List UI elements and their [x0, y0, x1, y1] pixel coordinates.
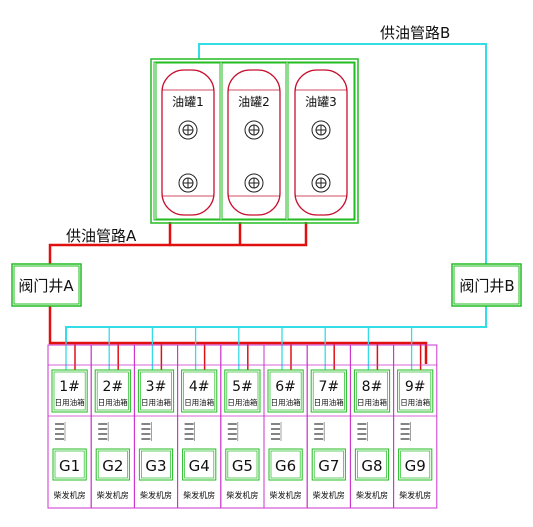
day-tank-label: 日用油箱: [400, 397, 430, 407]
day-tank-label: 日用油箱: [227, 397, 257, 407]
generator-9: G9: [398, 448, 433, 481]
oil-tank-2: 油罐2: [221, 62, 287, 220]
room-label: 柴发机房: [313, 490, 345, 500]
oil-tank-3: 油罐3: [287, 62, 355, 220]
day-tank-6: 6# 日用油箱: [267, 369, 304, 413]
generator-room-2: 2# 日用油箱 G2 柴发机房: [90, 344, 135, 509]
room-label: 柴发机房: [270, 490, 302, 500]
day-tank-number: 2#: [102, 379, 123, 395]
room-label: 柴发机房: [226, 490, 258, 500]
day-tank-5: 5# 日用油箱: [224, 369, 261, 413]
generator-room-8: 8# 日用油箱 G8 柴发机房: [349, 344, 395, 509]
equipment-marks: [357, 422, 368, 441]
day-tank-number: 4#: [189, 379, 210, 395]
generator-label: G6: [275, 457, 296, 475]
generator-room-4: 4# 日用油箱 G4 柴发机房: [177, 344, 222, 509]
day-tank-8: 8# 日用油箱: [353, 369, 391, 413]
equipment-marks: [227, 422, 239, 441]
day-tank-label: 日用油箱: [314, 397, 344, 407]
supply-pipe-b: [65, 43, 487, 342]
valve-well-a: 阀门井A: [11, 263, 82, 307]
branch-pipes: [65, 327, 422, 370]
valve-well-b: 阀门井B: [451, 263, 522, 307]
valve-well-a-label: 阀门井A: [18, 277, 74, 295]
day-tank-label: 日用油箱: [55, 397, 85, 407]
room-label: 柴发机房: [183, 490, 215, 500]
equipment-marks: [98, 422, 109, 441]
generator-room-9: 9# 日用油箱 G9 柴发机房: [393, 344, 438, 509]
tank-nozzle-icon: [178, 120, 198, 140]
generator-8: G8: [354, 448, 390, 481]
equipment-marks: [141, 422, 152, 441]
generator-room-1: 1# 日用油箱 G1 柴发机房: [47, 344, 92, 509]
generator-room-5: 5# 日用油箱 G5 柴发机房: [220, 344, 265, 509]
equipment-marks: [400, 422, 411, 441]
equipment-marks: [184, 422, 195, 441]
tank-nozzle-icon: [311, 173, 331, 193]
oil-tank-label: 油罐1: [172, 95, 204, 109]
equipment-marks: [271, 422, 282, 441]
day-tank-label: 日用油箱: [98, 397, 128, 407]
day-tank-number: 7#: [318, 379, 339, 395]
generator-label: G9: [405, 457, 426, 475]
tank-nozzle-icon: [178, 173, 198, 193]
day-tank-number: 6#: [275, 379, 296, 395]
day-tank-2: 2# 日用油箱: [94, 369, 131, 413]
day-tank-number: 8#: [362, 379, 383, 395]
generator-3: G3: [138, 448, 174, 481]
generator-room-6: 6# 日用油箱 G6 柴发机房: [263, 344, 308, 509]
valve-well-b-label: 阀门井B: [459, 277, 514, 295]
supply-pipe-a: [48, 222, 428, 364]
day-tank-label: 日用油箱: [141, 397, 171, 407]
day-tank-3: 3# 日用油箱: [137, 369, 175, 413]
generator-rooms: 1# 日用油箱 G1 柴发机房 2# 日用油箱 G2 柴发机房 3# 日用油箱 G3 柴发机房 4# 日用…: [47, 344, 438, 509]
generator-room-3: 3# 日用油箱 G3 柴发机房: [133, 344, 179, 509]
room-label: 柴发机房: [356, 490, 388, 500]
room-label: 柴发机房: [54, 490, 86, 500]
tank-nozzle-icon: [244, 173, 264, 193]
generator-7: G7: [311, 448, 346, 481]
tank-nozzle-icon: [311, 120, 331, 140]
day-tank-1: 1# 日用油箱: [51, 369, 88, 413]
day-tank-label: 日用油箱: [271, 397, 301, 407]
generator-4: G4: [182, 448, 217, 481]
generator-1: G1: [52, 448, 87, 481]
generator-label: G5: [232, 457, 253, 475]
generator-6: G6: [268, 448, 303, 481]
day-tank-9: 9# 日用油箱: [397, 369, 434, 413]
tank-nozzle-icon: [244, 120, 264, 140]
pipe-label-b: 供油管路B: [380, 24, 450, 42]
tank-farm: 油罐1 油罐2 油罐3: [150, 58, 359, 224]
room-label: 柴发机房: [140, 490, 172, 500]
equipment-marks: [55, 422, 66, 441]
room-label: 柴发机房: [97, 490, 129, 500]
oil-tank-label: 油罐2: [238, 95, 270, 109]
generator-label: G7: [318, 457, 339, 475]
generator-5: G5: [225, 448, 260, 481]
generator-room-7: 7# 日用油箱 G7 柴发机房: [306, 344, 351, 509]
generator-label: G1: [59, 457, 80, 475]
day-tank-number: 1#: [59, 379, 80, 395]
day-tank-number: 3#: [146, 379, 167, 395]
pipe-label-a: 供油管路A: [66, 227, 137, 245]
room-label: 柴发机房: [399, 490, 431, 500]
generator-2: G2: [95, 448, 130, 481]
day-tank-number: 5#: [232, 379, 253, 395]
oil-tank-1: 油罐1: [155, 62, 221, 220]
oil-tank-label: 油罐3: [305, 95, 337, 109]
day-tank-7: 7# 日用油箱: [310, 369, 347, 413]
day-tank-label: 日用油箱: [357, 397, 387, 407]
generator-label: G8: [361, 457, 382, 475]
day-tank-4: 4# 日用油箱: [181, 369, 218, 413]
day-tank-number: 9#: [405, 379, 426, 395]
generator-label: G3: [145, 457, 166, 475]
generator-label: G4: [189, 457, 210, 475]
generator-label: G2: [102, 457, 123, 475]
equipment-marks: [314, 422, 325, 441]
day-tank-label: 日用油箱: [184, 397, 214, 407]
